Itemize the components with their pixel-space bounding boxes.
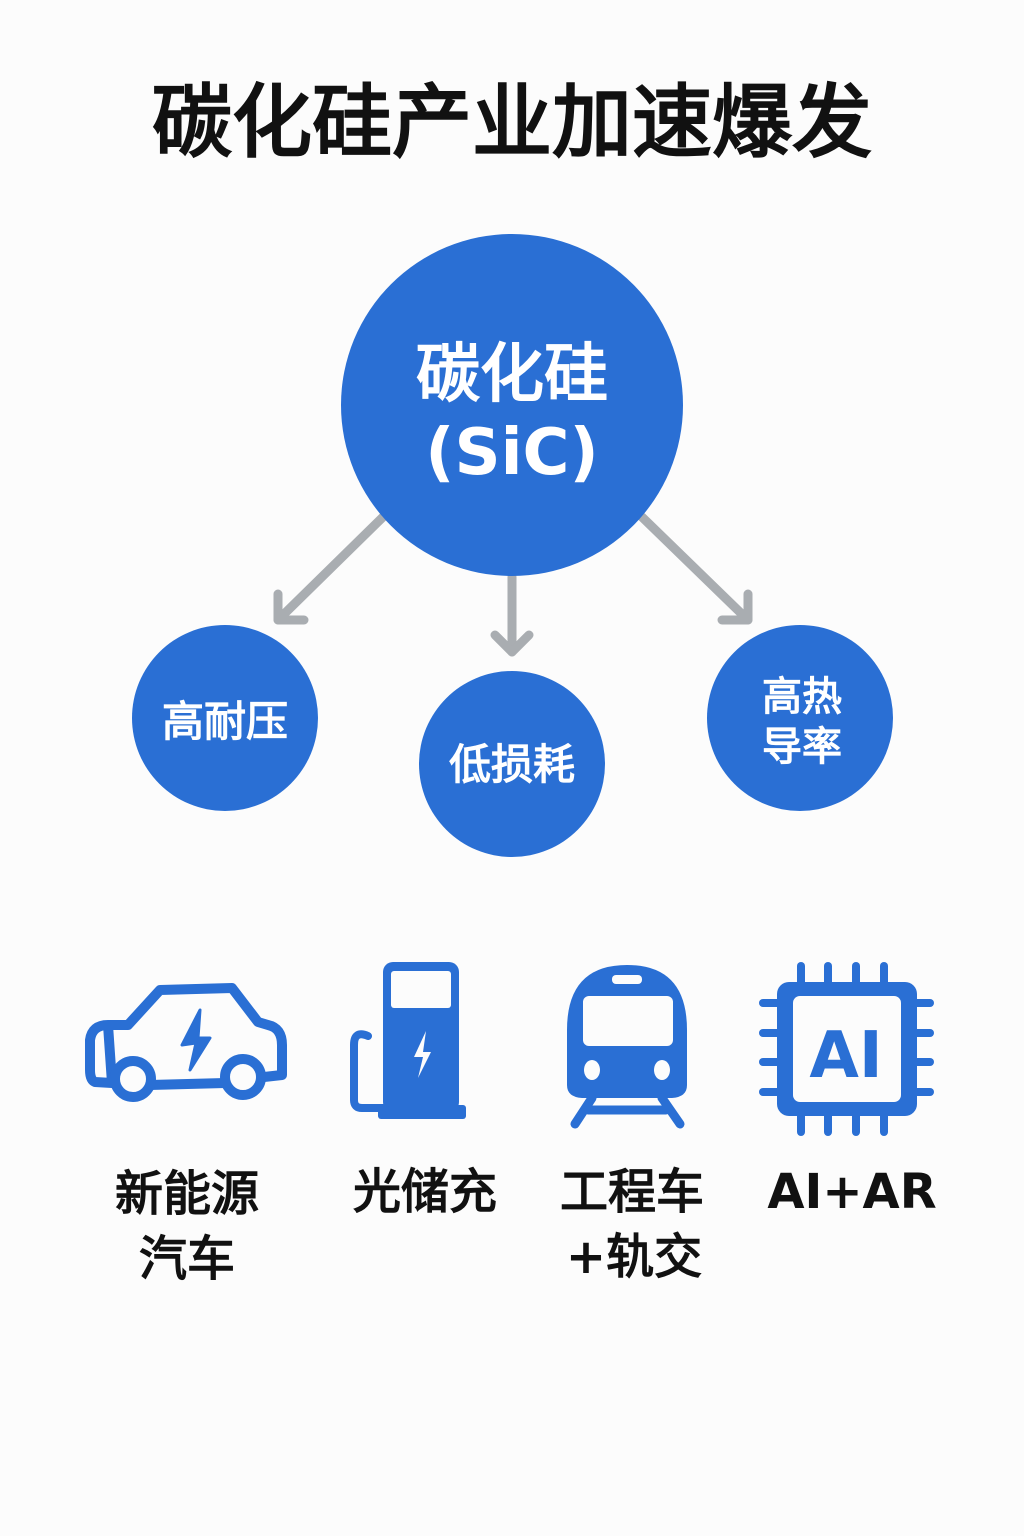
- arrow-to-thermal: [637, 512, 753, 625]
- ai-chip-icon: AI: [759, 962, 934, 1136]
- property-thermal-conductivity: 高热 导率: [707, 625, 893, 811]
- property-high-voltage: 高耐压: [132, 625, 318, 811]
- application-label: 新能源: [115, 1166, 259, 1222]
- page-title: 碳化硅产业加速爆发: [152, 76, 872, 169]
- ai-chip-logo-text: AI: [809, 1019, 882, 1093]
- center-label-line1: 碳化硅: [416, 338, 608, 412]
- application-label: 光储充: [353, 1164, 497, 1220]
- property-label: 导率: [762, 724, 842, 770]
- arrows: [273, 512, 753, 657]
- application-labels: 新能源 汽车 光储充 工程车 +轨交 AI+AR: [115, 1164, 937, 1287]
- arrow-to-low-loss: [490, 572, 534, 657]
- arrow-to-high-voltage: [273, 512, 388, 625]
- property-label: 高热: [762, 674, 842, 720]
- electric-car-icon: [85, 983, 287, 1102]
- train-icon: [567, 965, 687, 1129]
- property-low-loss: 低损耗: [419, 671, 605, 857]
- sic-center-node: 碳化硅 (SiC): [341, 234, 683, 576]
- application-label: 工程车: [560, 1164, 704, 1220]
- application-label: 汽车: [139, 1231, 235, 1287]
- application-label: AI+AR: [767, 1164, 936, 1220]
- property-label: 高耐压: [162, 697, 288, 746]
- application-label: +轨交: [566, 1229, 702, 1285]
- property-label: 低损耗: [449, 740, 575, 789]
- center-label-line2: (SiC): [425, 416, 599, 490]
- charging-station-icon: [350, 962, 466, 1119]
